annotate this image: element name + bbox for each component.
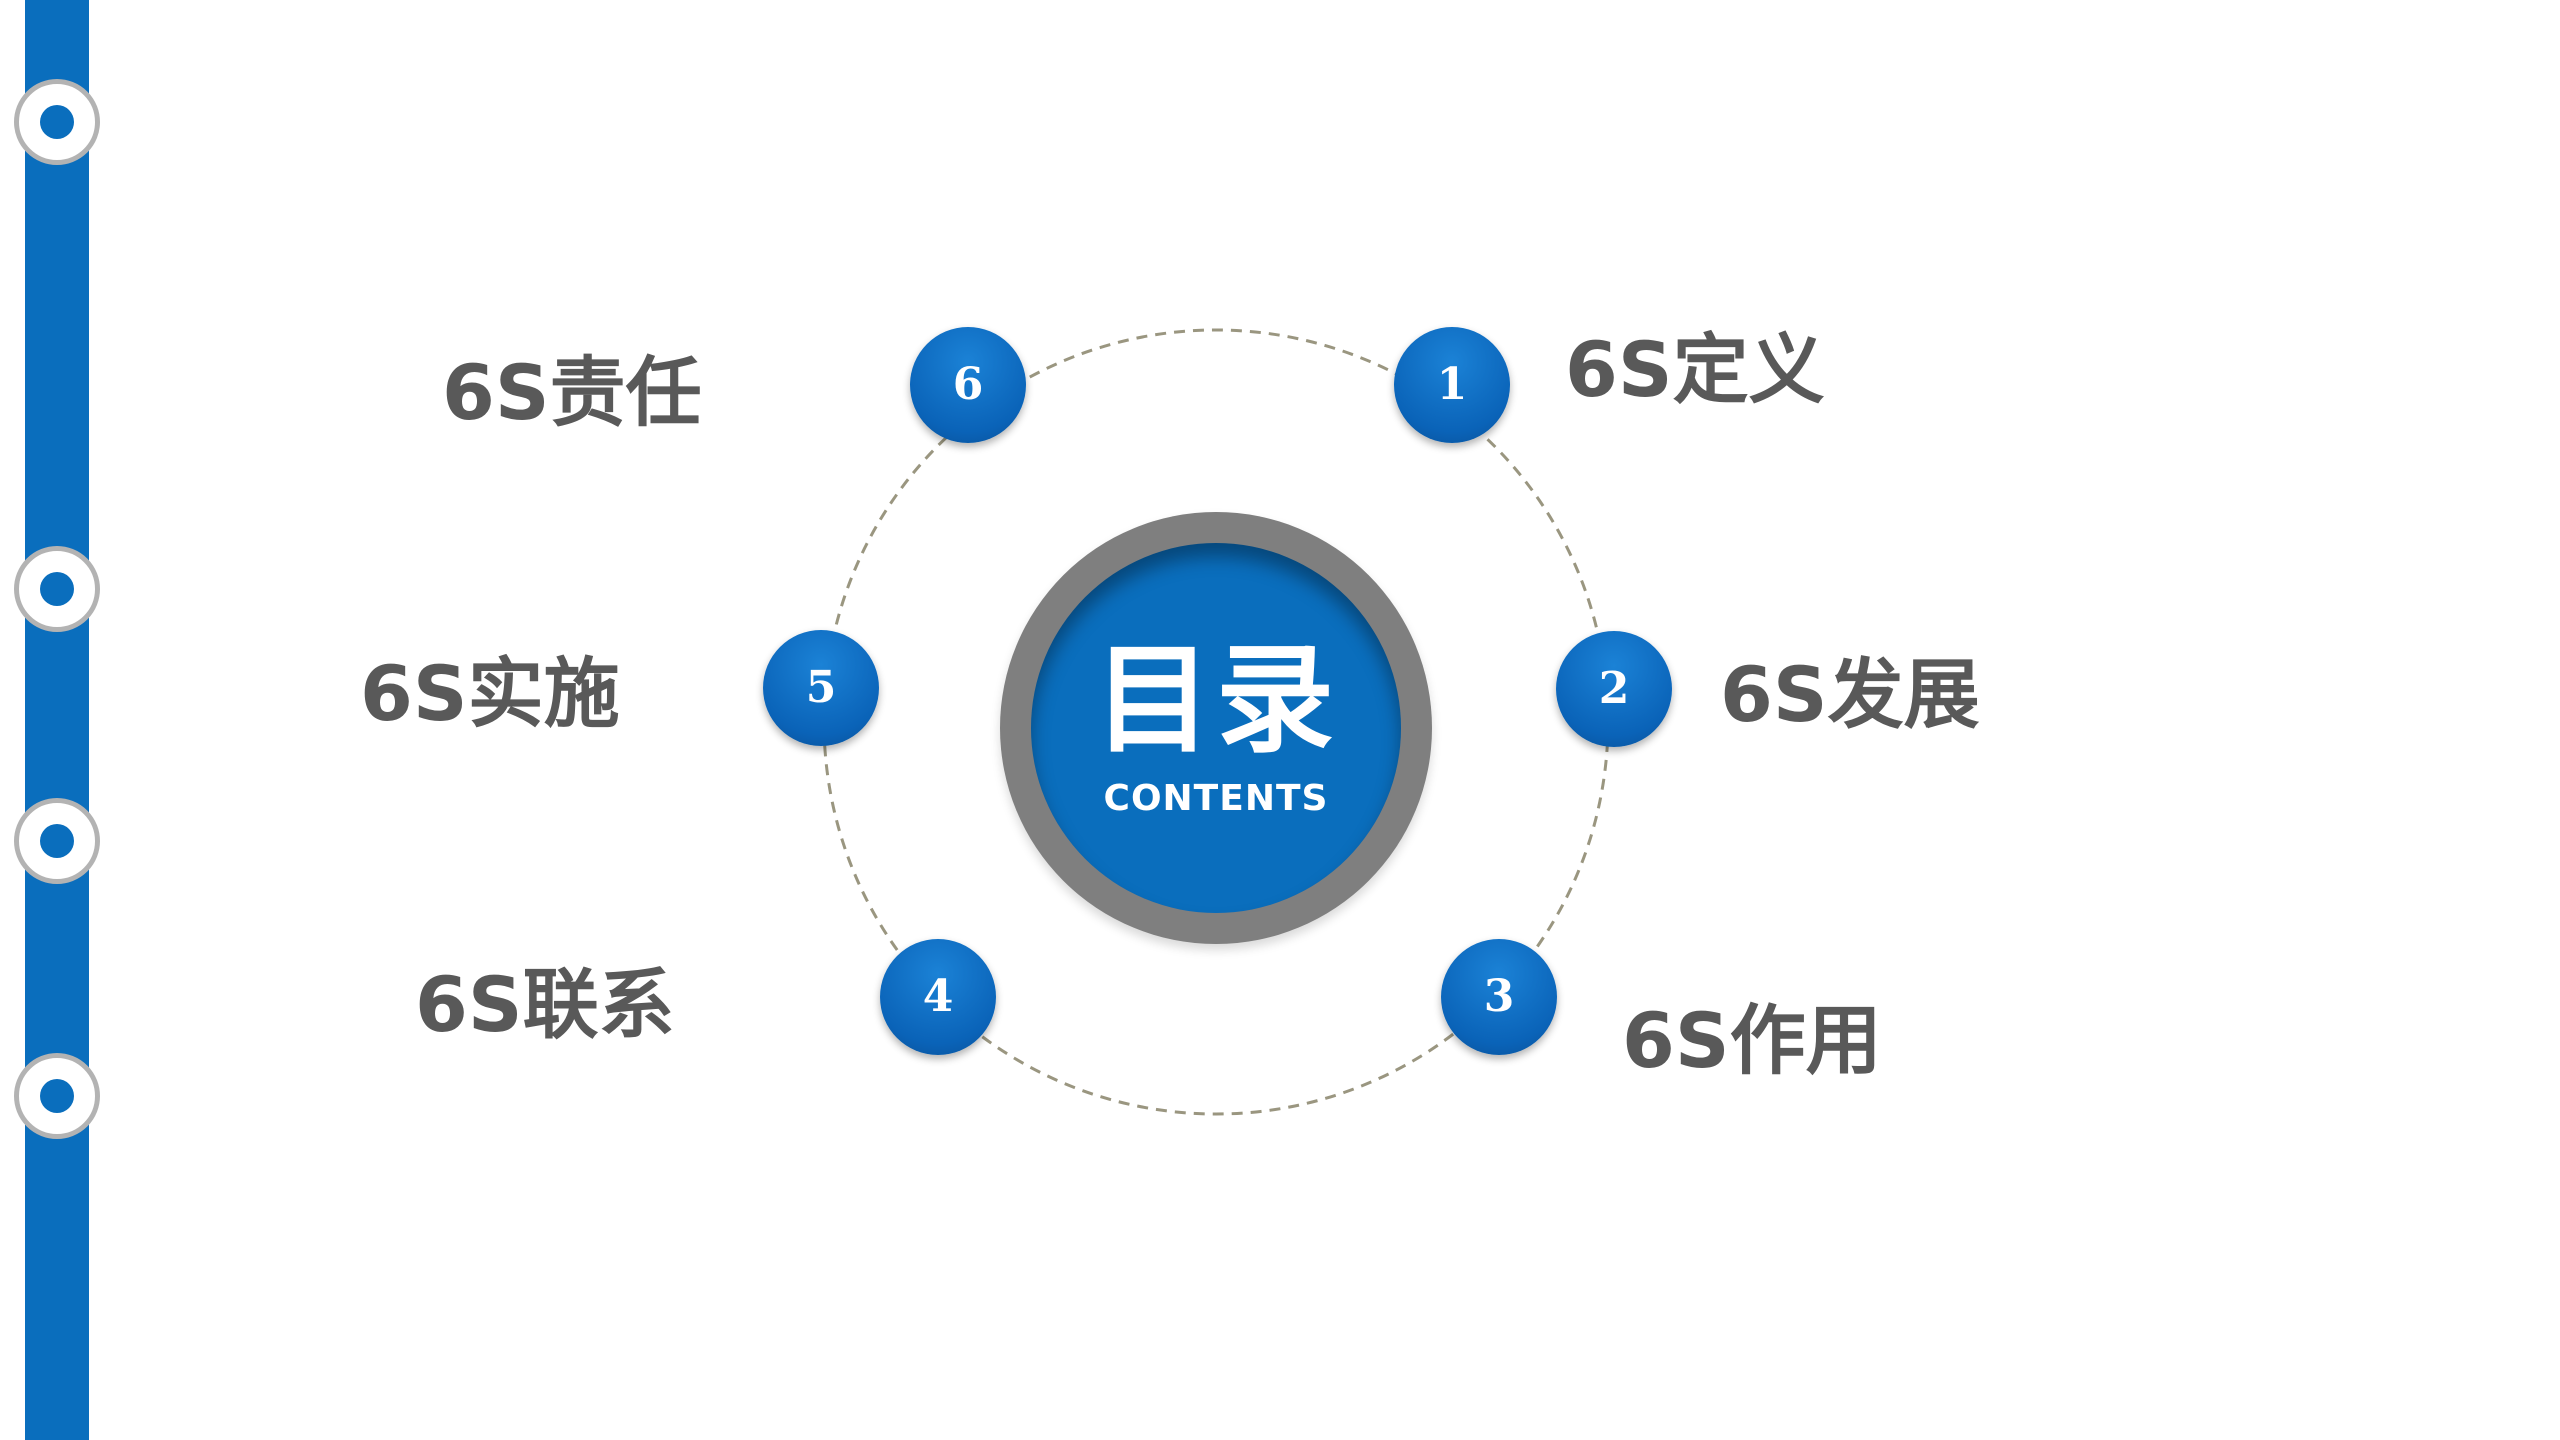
contents-badge: 目录 CONTENTS	[1000, 512, 1432, 944]
side-node-3	[14, 798, 100, 884]
contents-badge-inner: 目录 CONTENTS	[1031, 543, 1401, 913]
side-node-4	[14, 1053, 100, 1139]
side-node-dot	[40, 105, 74, 139]
number-node-label: 2	[1598, 663, 1630, 714]
side-bar	[25, 0, 89, 1440]
side-node-dot	[40, 824, 74, 858]
number-node-6[interactable]: 6	[910, 327, 1026, 443]
contents-subtitle: CONTENTS	[1103, 778, 1329, 819]
number-node-5[interactable]: 5	[763, 630, 879, 746]
side-node-1	[14, 79, 100, 165]
side-node-dot	[40, 1079, 74, 1113]
number-node-label: 5	[805, 662, 837, 713]
item-label-5[interactable]: 6S实施	[360, 649, 620, 738]
item-label-6[interactable]: 6S责任	[442, 348, 702, 437]
item-label-2[interactable]: 6S发展	[1720, 650, 1980, 739]
number-node-label: 3	[1483, 971, 1515, 1022]
side-node-2	[14, 546, 100, 632]
contents-title: 目录	[1093, 631, 1338, 769]
number-node-3[interactable]: 3	[1441, 939, 1557, 1055]
item-label-1[interactable]: 6S定义	[1565, 325, 1825, 414]
number-node-2[interactable]: 2	[1556, 631, 1672, 747]
item-label-4[interactable]: 6S联系	[415, 960, 675, 1049]
side-node-dot	[40, 572, 74, 606]
number-node-1[interactable]: 1	[1394, 327, 1510, 443]
number-node-label: 6	[952, 359, 984, 410]
number-node-label: 1	[1436, 359, 1468, 410]
item-label-3[interactable]: 6S作用	[1622, 996, 1882, 1085]
number-node-4[interactable]: 4	[880, 939, 996, 1055]
number-node-label: 4	[922, 971, 954, 1022]
